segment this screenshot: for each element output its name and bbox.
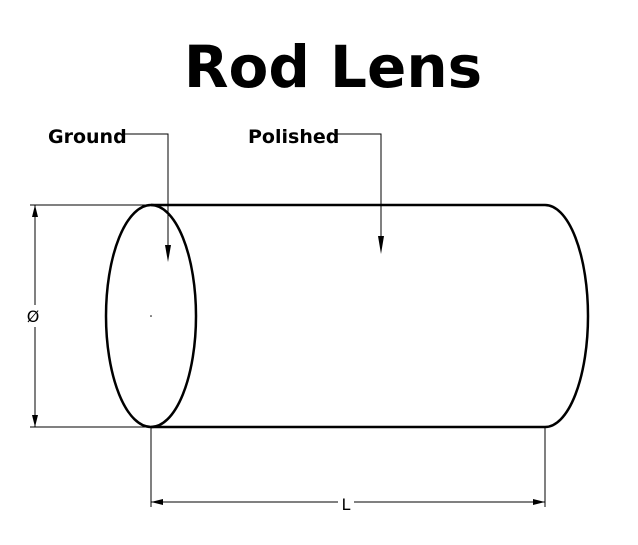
polished-callout: Polished xyxy=(248,126,384,254)
length-arrow-right xyxy=(533,499,545,505)
length-arrow-left xyxy=(151,499,163,505)
polished-label: Polished xyxy=(248,126,339,148)
polished-leader-line xyxy=(337,133,382,238)
length-label: L xyxy=(342,495,351,514)
diameter-arrow-bottom xyxy=(32,415,38,427)
ground-arrowhead xyxy=(165,245,171,262)
ground-label: Ground xyxy=(48,126,127,148)
rod-cylinder xyxy=(104,203,590,429)
diameter-label: Ø xyxy=(27,307,40,326)
ground-callout: Ground xyxy=(48,126,171,262)
ground-leader-line xyxy=(124,133,169,248)
face-center-dot xyxy=(150,315,152,317)
length-dimension: L xyxy=(150,427,546,514)
diameter-label-gap xyxy=(25,305,45,327)
diameter-dimension: Ø xyxy=(25,204,151,428)
diagram-title: Rod Lens xyxy=(184,33,482,101)
polished-arrowhead xyxy=(378,236,384,254)
diameter-arrow-top xyxy=(32,205,38,217)
cylinder-right-end xyxy=(544,203,590,429)
length-label-gap xyxy=(338,495,354,511)
